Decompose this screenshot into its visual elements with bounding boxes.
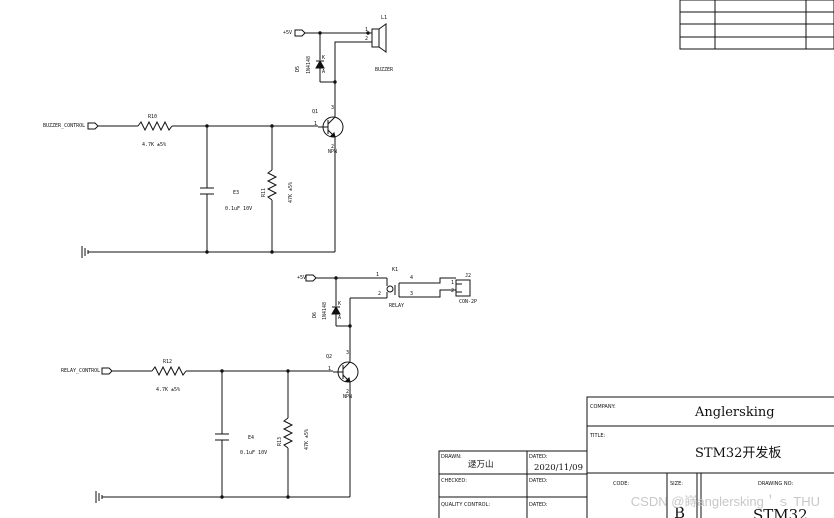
drawn-by: 逯万山	[468, 459, 494, 470]
r10-value: 4.7K ±5%	[142, 142, 166, 148]
resistor-r11	[266, 126, 278, 252]
buzzer-control-port	[87, 122, 138, 130]
ground-bottom	[95, 395, 351, 503]
buzzer-pin1: 1	[365, 27, 368, 33]
j2-name: CON-2P	[459, 299, 477, 305]
r12-ref: R12	[163, 359, 172, 365]
dated-label: DATED:	[529, 454, 548, 460]
resistor-r12	[151, 365, 333, 377]
capacitor-e3	[200, 126, 214, 252]
j2-pin1: 1	[451, 280, 454, 286]
q2-type: NPN	[343, 394, 352, 400]
relay-pin3: 3	[410, 291, 413, 297]
size-label: SIZE:	[670, 481, 683, 487]
r11-ref: R11	[261, 188, 267, 197]
code-label: CODE:	[613, 481, 629, 487]
q2-ref: Q2	[326, 354, 332, 360]
e3-ref: E3	[233, 190, 239, 196]
d5-pin-k: K	[322, 55, 325, 61]
title-label: TITLE:	[589, 433, 606, 439]
csdn-watermark: CSDN @嵵anglersking＇ｓ THU	[630, 494, 820, 509]
r11-value: 47K ±5%	[288, 182, 294, 203]
dated3-label: DATED:	[529, 502, 548, 508]
drawn-label: DRAWN:	[441, 454, 462, 460]
d5-part: 1N4148	[306, 56, 312, 74]
j2-pin2: 2	[451, 288, 454, 294]
relay-control-label: RELAY_CONTROL	[61, 368, 100, 374]
size-value: B	[674, 504, 685, 518]
d6-part: 1N4148	[322, 302, 328, 320]
dated2-label: DATED:	[529, 478, 548, 484]
j2-ref: J2	[465, 273, 471, 279]
e4-value: 0.1uF 10V	[240, 450, 267, 456]
e3-value: 0.1uF 10V	[225, 206, 252, 212]
d6-pin-k: K	[338, 301, 341, 307]
transistor-q2	[333, 357, 359, 395]
r13-ref: R13	[277, 437, 283, 446]
d5-pin-a: A	[322, 69, 325, 75]
capacitor-e4	[215, 371, 229, 497]
relay-pin1: 1	[376, 272, 379, 278]
drawing-title: STM32开发板	[695, 445, 781, 461]
revision-table	[679, 0, 834, 50]
r13-value: 47K ±5%	[304, 429, 310, 450]
r10-ref: R10	[148, 114, 157, 120]
e4-ref: E4	[248, 435, 254, 441]
ground-top	[81, 150, 336, 258]
connector-j2	[455, 279, 471, 297]
d6-pin-a: A	[338, 315, 341, 321]
r12-value: 4.7K ±5%	[156, 387, 180, 393]
q1-pin-e: 2	[331, 144, 334, 150]
relay-pin4: 4	[410, 275, 413, 281]
vcc-port-top	[294, 29, 365, 37]
vcc-port-bottom	[305, 274, 388, 286]
quality-label: QUALITY CONTROL:	[441, 502, 490, 508]
date-value: 2020/11/09	[534, 463, 583, 473]
q1-type: NPN	[328, 149, 337, 155]
buzzer-l1	[365, 23, 387, 53]
q2-pin-e: 2	[346, 389, 349, 395]
q1-ref: Q1	[312, 109, 318, 115]
buzzer-name: BUZZER	[375, 67, 394, 73]
vcc-top-label: +5V	[283, 30, 292, 36]
buzzer-pin2: 2	[365, 36, 368, 42]
resistor-r13	[282, 371, 294, 497]
q1-pin-c: 3	[331, 105, 334, 111]
vcc-bottom-label: +5V	[297, 275, 306, 281]
company-name: Anglersking	[694, 405, 775, 420]
resistor-r10	[137, 120, 318, 132]
drawing-no-value: STM32	[753, 506, 808, 518]
drawing-no-label: DRAWING NO:	[758, 481, 793, 487]
relay-control-port	[101, 367, 152, 375]
company-label: COMPANY:	[590, 404, 616, 410]
relay-k1	[350, 277, 456, 299]
transistor-q1	[318, 112, 344, 150]
title-block	[438, 396, 834, 518]
relay-pin2: 2	[378, 291, 381, 297]
q1-pin-b: 1	[314, 121, 317, 127]
relay-ref: K1	[392, 267, 398, 273]
q2-pin-b: 1	[328, 366, 331, 372]
buzzer-control-label: BUZZER_CONTROL	[43, 123, 85, 129]
buzzer-ref: L1	[381, 15, 387, 21]
diode-d5	[315, 31, 335, 83]
diode-d6	[331, 278, 350, 327]
checked-label: CHECKED:	[441, 478, 467, 484]
relay-name: RELAY	[389, 303, 404, 309]
q2-pin-c: 3	[346, 350, 349, 356]
d5-ref: D5	[295, 66, 301, 72]
d6-ref: D6	[312, 312, 318, 318]
